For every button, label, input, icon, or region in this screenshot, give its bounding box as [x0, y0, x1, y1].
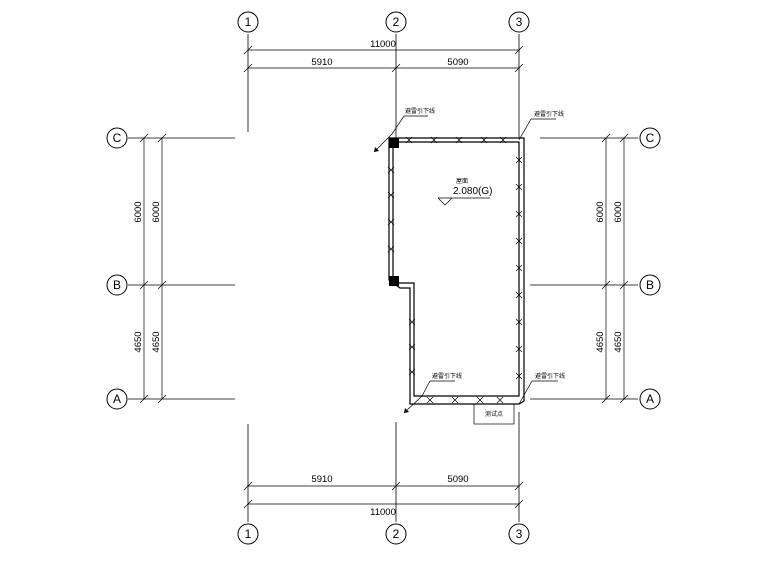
bottom-total-dimension: 11000: [370, 507, 396, 518]
svg-text:A: A: [646, 392, 654, 406]
svg-text:A: A: [113, 392, 121, 406]
roof-outline-outer: [388, 137, 525, 405]
belt-x-marker: [515, 291, 523, 299]
grid-bubble-3-bottom: 3: [508, 523, 530, 545]
belt-x-marker: [408, 343, 416, 351]
test-point-box: 测试点: [473, 403, 515, 425]
belt-x-marker: [515, 156, 523, 164]
svg-text:3: 3: [516, 15, 523, 29]
left-outer-dimension-2: 4650: [133, 331, 144, 352]
grid-bubble-1-bottom: 1: [237, 523, 259, 545]
top-bay-1-dimension: 5910: [311, 57, 332, 68]
roof-label: 屋面: [456, 178, 468, 185]
belt-x-marker: [430, 136, 438, 144]
downconductor-leader-top-right: 避雷引下线: [518, 110, 564, 141]
svg-text:1: 1: [245, 15, 252, 29]
right-outer-dimension-2: 4650: [595, 331, 606, 352]
svg-text:B: B: [646, 278, 654, 292]
downconductor-column-mid-left: [389, 276, 399, 286]
downconductor-leader-top-left: 避雷引下线: [373, 107, 435, 153]
top-bay-2-dimension: 5090: [447, 57, 468, 68]
grid-bubble-C-right: C: [639, 127, 661, 149]
downconductor-leader-bottom-left: 避雷引下线: [403, 372, 462, 414]
grid-bubble-A-left: A: [106, 388, 128, 410]
right-inner-dimension-2: 4650: [613, 331, 624, 352]
svg-text:2: 2: [393, 527, 400, 541]
belt-x-marker: [515, 372, 523, 380]
belt-x-marker: [387, 166, 395, 174]
grid-bubble-3-top: 3: [508, 11, 530, 33]
belt-x-marker: [408, 368, 416, 376]
right-dimension-chain: 6000 4650 6000 4650: [595, 133, 629, 404]
belt-x-marker: [387, 218, 395, 226]
grid-bubble-B-right: B: [639, 274, 661, 296]
svg-text:避雷引下线: 避雷引下线: [535, 372, 565, 380]
grid-bubble-2-bottom: 2: [385, 523, 407, 545]
bottom-dimension-chain: 5910 5090 11000: [243, 474, 524, 518]
svg-text:B: B: [113, 278, 121, 292]
right-outer-dimension-1: 6000: [595, 201, 606, 222]
belt-x-marker: [515, 264, 523, 272]
belt-x-marker: [515, 345, 523, 353]
downconductor-leader-bottom-right: 避雷引下线: [518, 372, 565, 405]
grid-bubble-1-top: 1: [237, 11, 259, 33]
lightning-belt-markers: [387, 136, 523, 404]
belt-x-marker: [480, 136, 488, 144]
elevation-value: 2.080(G): [453, 186, 492, 197]
svg-text:避雷引下线: 避雷引下线: [405, 107, 435, 115]
belt-x-marker: [387, 191, 395, 199]
belt-x-marker: [405, 136, 413, 144]
roof-elevation-mark: 屋面 2.080(G): [437, 178, 492, 206]
grid-bubble-A-right: A: [639, 388, 661, 410]
belt-x-marker: [515, 318, 523, 326]
belt-x-marker: [476, 396, 484, 404]
left-inner-dimension-1: 6000: [151, 201, 162, 222]
top-dimension-chain: 11000 5910 5090: [243, 39, 524, 73]
belt-x-marker: [515, 210, 523, 218]
belt-x-marker: [451, 396, 459, 404]
svg-text:2: 2: [393, 15, 400, 29]
right-inner-dimension-1: 6000: [613, 201, 624, 222]
grid-bubble-C-left: C: [106, 127, 128, 149]
grid-bubble-B-left: B: [106, 274, 128, 296]
svg-text:1: 1: [245, 527, 252, 541]
belt-x-marker: [496, 396, 504, 404]
top-total-dimension: 11000: [370, 39, 396, 50]
bottom-bay-1-dimension: 5910: [311, 474, 332, 485]
belt-x-marker: [387, 245, 395, 253]
svg-text:避雷引下线: 避雷引下线: [432, 372, 462, 380]
svg-text:测试点: 测试点: [485, 410, 503, 418]
belt-x-marker: [515, 237, 523, 245]
belt-x-marker: [455, 136, 463, 144]
bottom-bay-2-dimension: 5090: [447, 474, 468, 485]
svg-text:避雷引下线: 避雷引下线: [534, 110, 564, 118]
grid-bubble-2-top: 2: [385, 11, 407, 33]
svg-text:C: C: [646, 131, 655, 145]
svg-text:C: C: [113, 131, 122, 145]
left-outer-dimension-1: 6000: [133, 201, 144, 222]
belt-x-marker: [515, 183, 523, 191]
svg-text:3: 3: [516, 527, 523, 541]
belt-x-marker: [408, 318, 416, 326]
left-inner-dimension-2: 4650: [151, 331, 162, 352]
downconductor-column-top-left: [389, 138, 399, 148]
left-dimension-chain: 6000 4650 6000 4650: [133, 133, 167, 404]
belt-x-marker: [499, 136, 507, 144]
belt-x-marker: [426, 396, 434, 404]
